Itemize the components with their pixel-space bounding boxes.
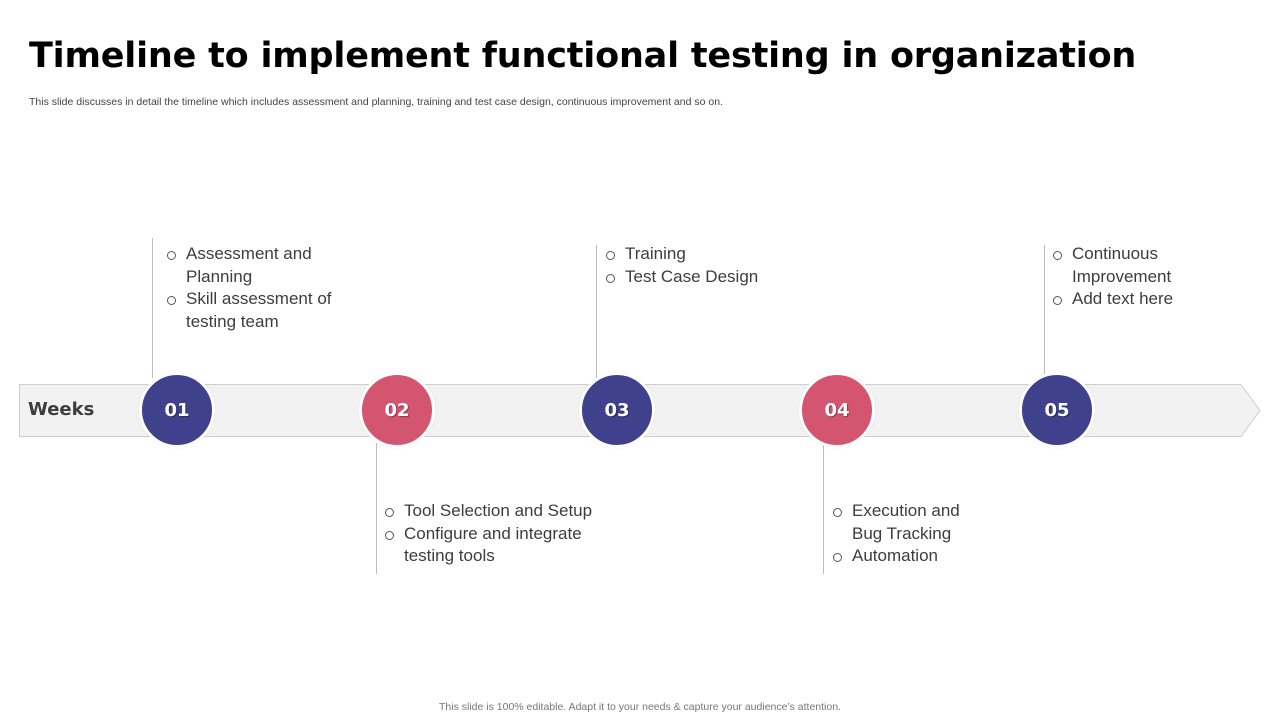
milestone-circle-03: 03: [579, 372, 655, 448]
list-item: Automation: [833, 545, 983, 568]
milestone-number: 03: [604, 399, 630, 421]
milestone-circle-01: 01: [139, 372, 215, 448]
milestone-number: 05: [1044, 399, 1070, 421]
hollow-bullet-icon: [606, 273, 615, 283]
milestone-number: 02: [384, 399, 410, 421]
connector-line-05: [1044, 245, 1045, 378]
milestone-number: 04: [824, 399, 850, 421]
hollow-bullet-icon: [1053, 296, 1062, 305]
connector-line-02: [376, 443, 377, 574]
milestone-05-list: Continuous Improvement Add text here: [1053, 243, 1203, 311]
connector-line-01: [152, 238, 153, 378]
list-item: Tool Selection and Setup: [385, 500, 605, 523]
milestone-02-list: Tool Selection and Setup Configure and i…: [385, 500, 605, 568]
slide-subtitle: This slide discusses in detail the timel…: [29, 96, 723, 108]
slide-title: Timeline to implement functional testing…: [29, 36, 1137, 76]
connector-line-04: [823, 443, 824, 574]
list-item: Assessment and Planning: [167, 243, 337, 288]
hollow-bullet-icon: [167, 296, 176, 305]
milestone-circle-02: 02: [359, 372, 435, 448]
milestone-04-list: Execution and Bug Tracking Automation: [833, 500, 983, 568]
hollow-bullet-icon: [833, 553, 842, 562]
milestone-circle-05: 05: [1019, 372, 1095, 448]
milestone-circle-04: 04: [799, 372, 875, 448]
weeks-axis-label: Weeks: [28, 399, 95, 420]
list-item: Execution and Bug Tracking: [833, 500, 983, 545]
slide-footer-note: This slide is 100% editable. Adapt it to…: [439, 701, 841, 713]
list-item: Skill assessment of testing team: [167, 288, 337, 333]
connector-line-03: [596, 245, 597, 378]
list-item: Add text here: [1053, 288, 1203, 311]
list-item: Training: [606, 243, 796, 266]
hollow-bullet-icon: [1053, 251, 1062, 260]
hollow-bullet-icon: [833, 508, 842, 517]
list-item: Configure and integrate testing tools: [385, 523, 605, 568]
hollow-bullet-icon: [606, 251, 615, 260]
list-item: Continuous Improvement: [1053, 243, 1203, 288]
hollow-bullet-icon: [167, 251, 176, 260]
milestone-number: 01: [164, 399, 190, 421]
list-item: Test Case Design: [606, 266, 796, 289]
hollow-bullet-icon: [385, 530, 394, 540]
milestone-03-list: Training Test Case Design: [606, 243, 796, 288]
milestone-01-list: Assessment and Planning Skill assessment…: [167, 243, 337, 333]
hollow-bullet-icon: [385, 508, 394, 517]
